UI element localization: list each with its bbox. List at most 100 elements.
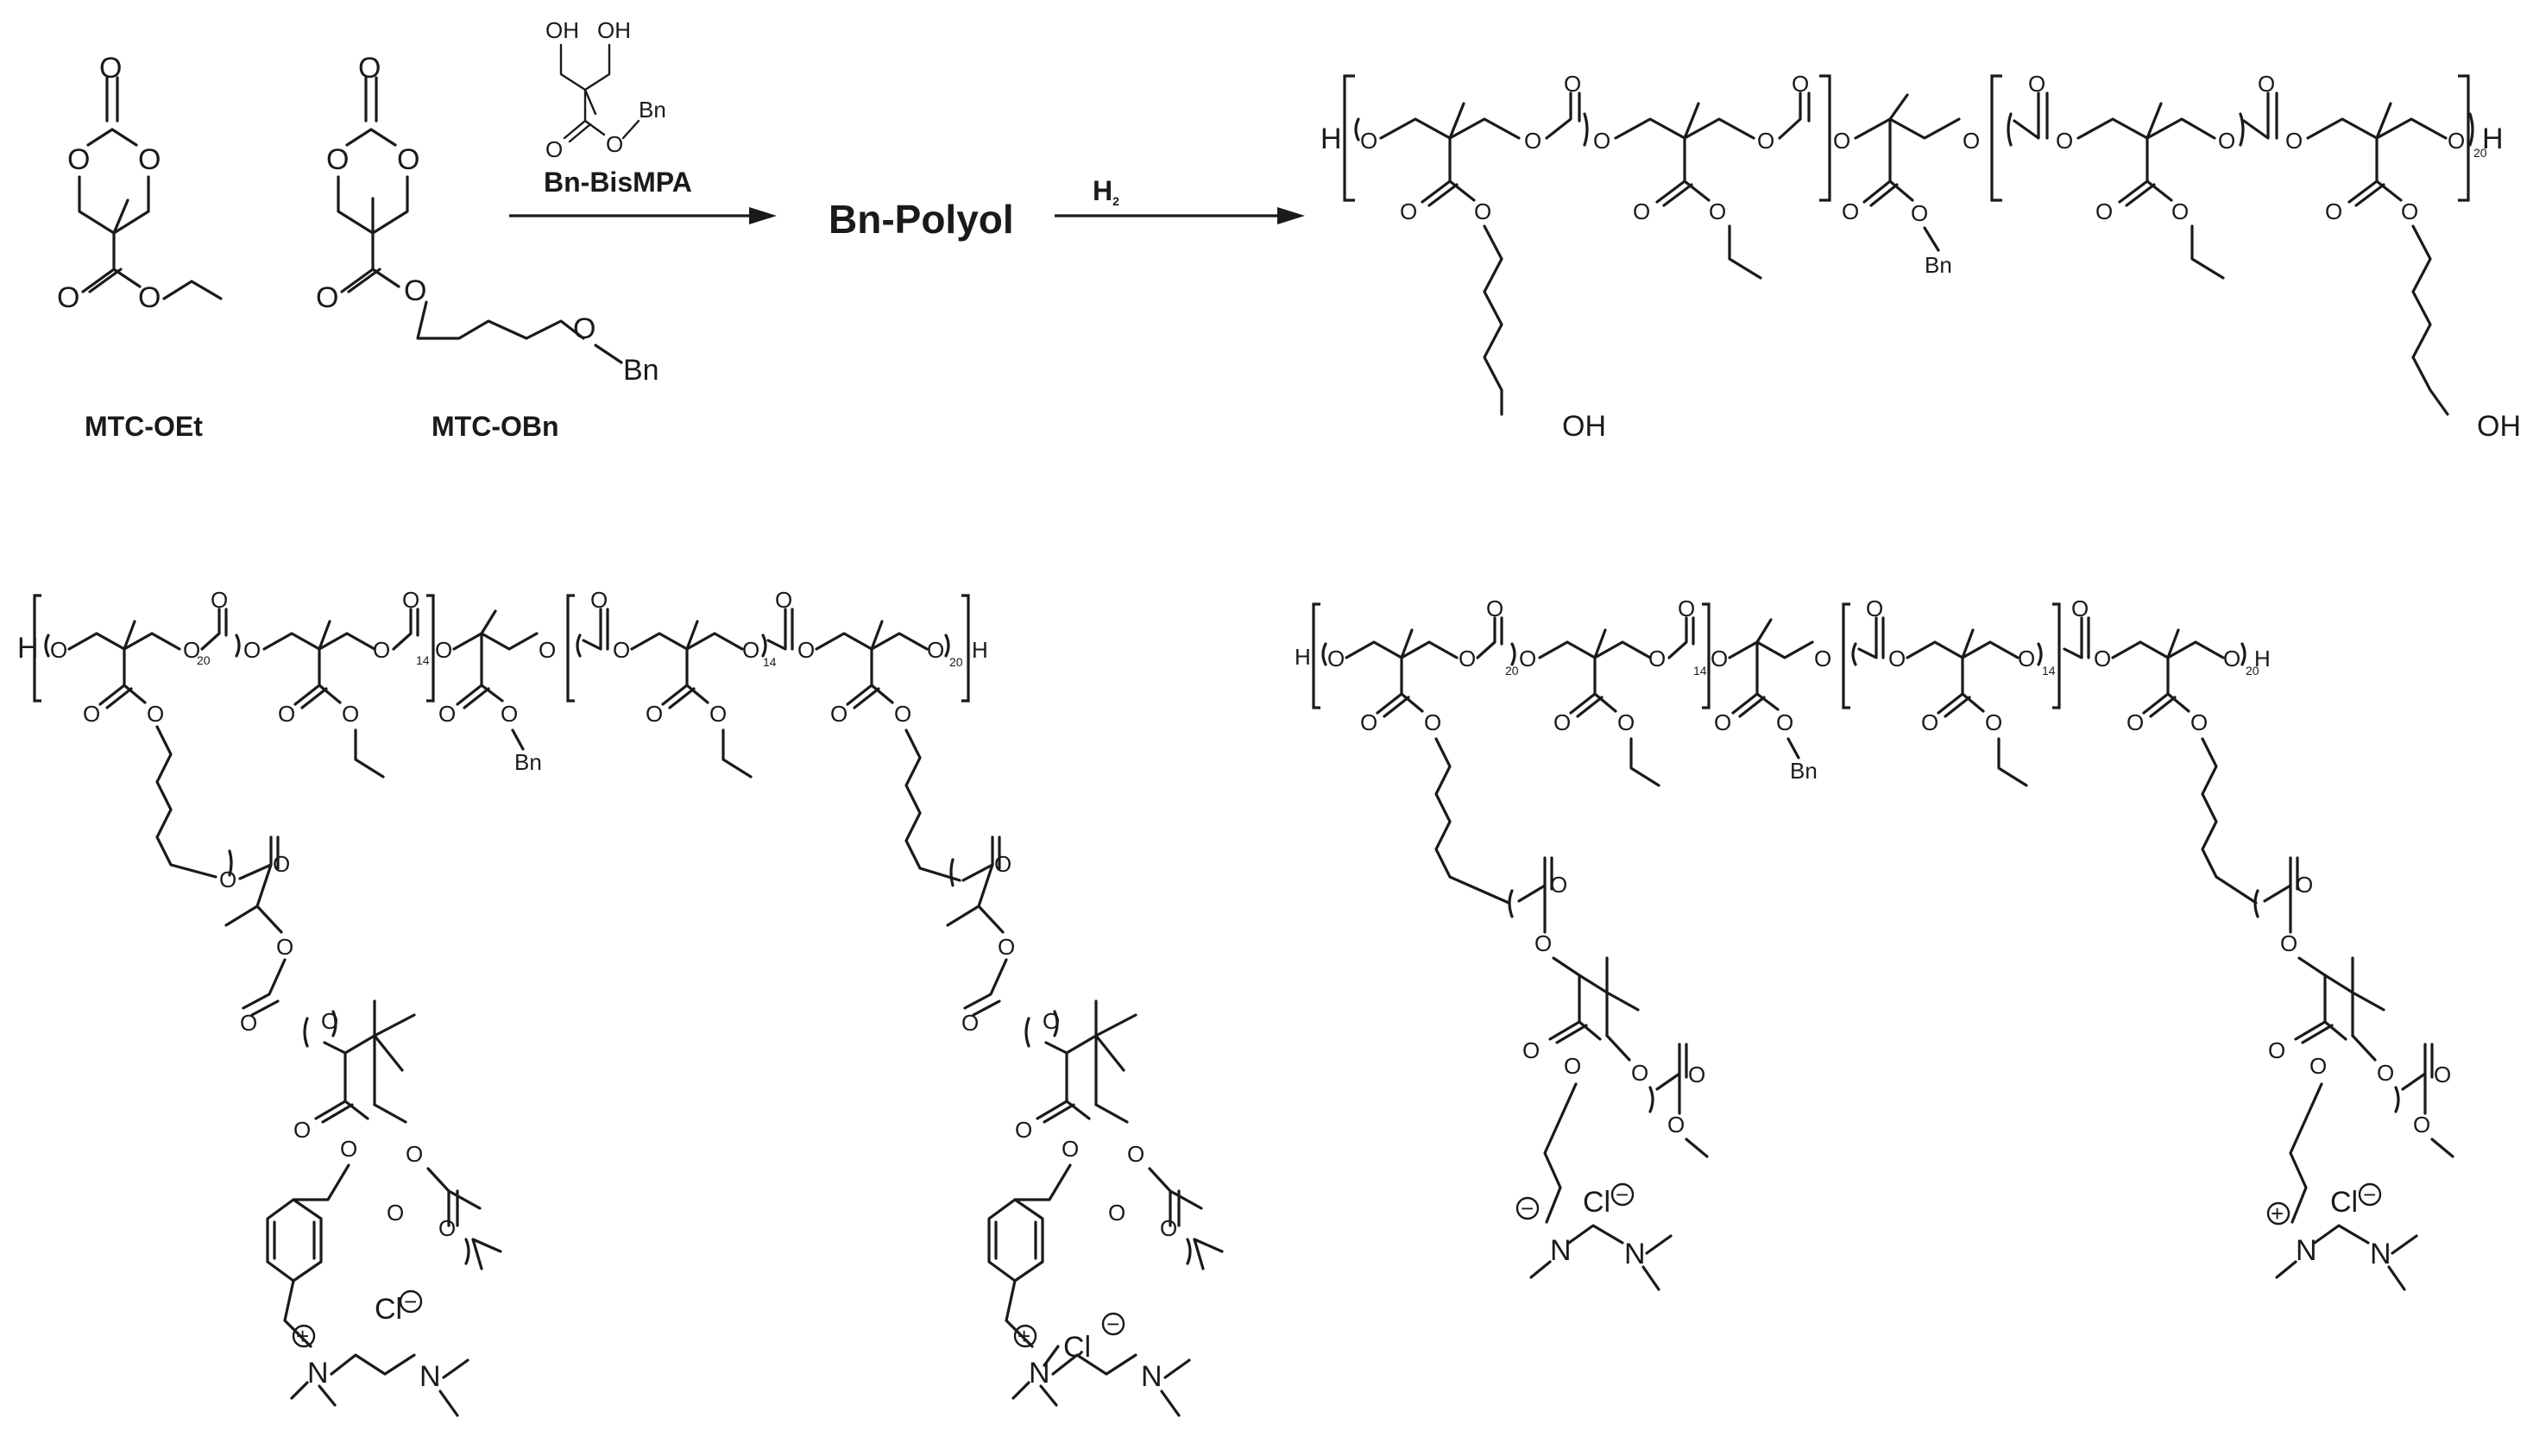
atom-o: O bbox=[2401, 199, 2418, 224]
atom-o: O bbox=[147, 701, 164, 727]
repeat-n: 20 bbox=[1505, 664, 1519, 678]
atom-o: O bbox=[742, 637, 759, 663]
reaction-arrow-2: H2 bbox=[1055, 175, 1305, 224]
atom-o: O bbox=[2377, 1060, 2394, 1086]
atom-bn: Bn bbox=[514, 749, 542, 775]
atom-h: H bbox=[972, 637, 988, 663]
atom-o: O bbox=[316, 281, 338, 314]
repeat-n: 14 bbox=[2042, 664, 2056, 678]
atom-o: O bbox=[2071, 596, 2089, 621]
repeat-n: 20 bbox=[197, 653, 211, 667]
mtc-oet-structure: O O O O O MTC-OEt bbox=[57, 52, 223, 442]
atom-o: O bbox=[1678, 596, 1695, 621]
repeat-n: 14 bbox=[763, 655, 777, 669]
atom-o: O bbox=[1921, 709, 1938, 735]
atom-o: O bbox=[243, 637, 261, 663]
atom-o: O bbox=[326, 143, 349, 176]
atom-o: O bbox=[1553, 709, 1571, 735]
atom-o: O bbox=[183, 637, 200, 663]
atom-oh: OH bbox=[597, 17, 631, 43]
atom-o: O bbox=[1833, 128, 1850, 154]
atom-o: O bbox=[1631, 1060, 1648, 1086]
atom-o: O bbox=[435, 637, 452, 663]
atom-n: N bbox=[1141, 1360, 1163, 1393]
atom-o: O bbox=[1564, 1053, 1581, 1079]
atom-o: O bbox=[387, 1200, 404, 1226]
atom-o: O bbox=[1709, 199, 1726, 224]
atom-o: O bbox=[2028, 71, 2045, 97]
counterion-cl: Cl bbox=[2330, 1186, 2358, 1219]
atom-o: O bbox=[998, 934, 1015, 960]
atom-oh: OH bbox=[1562, 410, 1606, 443]
atom-o: O bbox=[1015, 1117, 1032, 1143]
atom-o: O bbox=[99, 52, 122, 85]
atom-o: O bbox=[67, 143, 90, 176]
charge-plus: + bbox=[296, 1323, 309, 1349]
atom-o: O bbox=[342, 701, 359, 727]
atom-o: O bbox=[830, 701, 847, 727]
atom-bn: Bn bbox=[1790, 758, 1818, 784]
atom-o: O bbox=[1519, 646, 1536, 671]
atom-o: O bbox=[2223, 646, 2240, 671]
h2-label: H2 bbox=[1093, 175, 1119, 208]
atom-o: O bbox=[1814, 646, 1831, 671]
atom-o: O bbox=[2095, 199, 2113, 224]
atom-o: O bbox=[219, 867, 236, 892]
atom-o: O bbox=[278, 701, 295, 727]
atom-o: O bbox=[438, 1215, 456, 1241]
mtc-obn-label: MTC-OBn bbox=[432, 411, 559, 442]
atom-o: O bbox=[1524, 128, 1541, 154]
atom-o: O bbox=[1160, 1215, 1177, 1241]
atom-o: O bbox=[1648, 646, 1666, 671]
atom-o: O bbox=[2056, 128, 2073, 154]
atom-o: O bbox=[1711, 646, 1728, 671]
atom-o: O bbox=[994, 851, 1011, 877]
cationic-polycarbonate-benzyl: H O O O O O O O O O O O O O bbox=[17, 587, 1224, 1417]
atom-o: O bbox=[1757, 128, 1774, 154]
charge-minus: − bbox=[1521, 1195, 1534, 1221]
atom-o: O bbox=[1792, 71, 1809, 97]
atom-o: O bbox=[2190, 709, 2208, 735]
atom-o: O bbox=[397, 143, 419, 176]
atom-o: O bbox=[402, 587, 419, 613]
atom-o: O bbox=[1667, 1112, 1685, 1138]
atom-n: N bbox=[2370, 1238, 2391, 1270]
atom-o: O bbox=[57, 281, 79, 314]
counterion-cl: Cl bbox=[1583, 1186, 1610, 1219]
atom-o: O bbox=[1108, 1200, 1125, 1226]
atom-n: N bbox=[1550, 1234, 1572, 1267]
atom-o: O bbox=[1360, 128, 1377, 154]
atom-o: O bbox=[83, 701, 100, 727]
atom-o: O bbox=[438, 701, 456, 727]
atom-n: N bbox=[1624, 1238, 1646, 1270]
charge-plus: + bbox=[1018, 1323, 1030, 1349]
atom-o: O bbox=[2309, 1053, 2327, 1079]
atom-o: O bbox=[927, 637, 944, 663]
atom-o: O bbox=[2325, 199, 2342, 224]
cationic-polycarbonate-alkyl: H O O O O O O O O O O N N − Cl − bbox=[1295, 596, 2454, 1291]
atom-o: O bbox=[1459, 646, 1476, 671]
atom-o: O bbox=[276, 934, 293, 960]
charge-plus: + bbox=[2271, 1201, 2284, 1226]
counterion-cl: Cl bbox=[1063, 1331, 1091, 1364]
atom-bn: Bn bbox=[639, 97, 666, 123]
atom-o: O bbox=[340, 1136, 357, 1162]
atom-o: O bbox=[50, 637, 67, 663]
atom-o: O bbox=[406, 1141, 423, 1167]
atom-o: O bbox=[1866, 596, 1883, 621]
atom-o: O bbox=[1776, 709, 1793, 735]
atom-o: O bbox=[373, 637, 390, 663]
hydroxyl-polycarbonate-top: H O O O OH O O O O O O O O O O Bn bbox=[1320, 71, 2521, 443]
atom-o: O bbox=[573, 312, 595, 345]
atom-h: H bbox=[1295, 644, 1311, 670]
atom-oh: OH bbox=[545, 17, 579, 43]
atom-oh: OH bbox=[2477, 410, 2521, 443]
reaction-arrow-1: Bn-BisMPA bbox=[509, 167, 777, 224]
atom-o: O bbox=[2258, 71, 2275, 97]
atom-o: O bbox=[1127, 1141, 1144, 1167]
bn-bismpa-label: Bn-BisMPA bbox=[544, 167, 692, 198]
atom-o: O bbox=[1534, 930, 1552, 956]
counterion-cl: Cl bbox=[375, 1293, 402, 1326]
atom-o: O bbox=[1360, 709, 1377, 735]
bn-polyol-label: Bn-Polyol bbox=[829, 197, 1014, 242]
